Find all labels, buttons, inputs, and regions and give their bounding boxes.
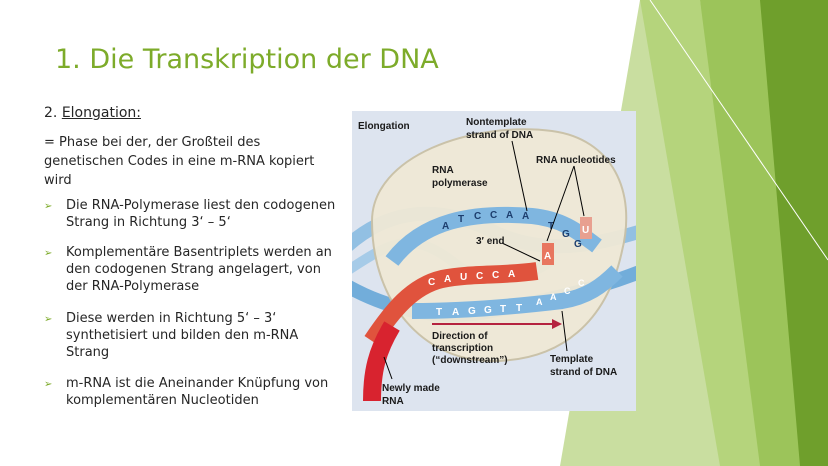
pointer-line bbox=[383, 356, 393, 380]
bullet-item: ➢ m-RNA ist die Aneinander Knüpfung von … bbox=[44, 375, 344, 409]
base-letter: T bbox=[516, 303, 522, 314]
heading-label: Elongation: bbox=[61, 105, 141, 121]
heading-number: 2. bbox=[44, 105, 58, 121]
transcription-figure: A T C C A A T G G C A U C C A bbox=[342, 111, 645, 411]
base-letter: G bbox=[574, 239, 582, 250]
base-letter: A bbox=[442, 221, 449, 232]
label-elongation: Elongation bbox=[358, 121, 410, 132]
label-template: Template bbox=[550, 354, 594, 365]
arrow-bullet-icon: ➢ bbox=[44, 201, 53, 212]
extra-template-bases: A A C C bbox=[536, 278, 585, 307]
pointer-line bbox=[561, 310, 568, 352]
base-letter: C bbox=[428, 277, 435, 288]
rna-nucleotide-label: A bbox=[544, 251, 551, 262]
rna-strand bbox=[364, 262, 539, 346]
label-direction: Direction of bbox=[432, 331, 488, 342]
pointer-line bbox=[573, 165, 585, 217]
pointer-line bbox=[511, 140, 528, 212]
nontemplate-bases: A T C C A A bbox=[442, 210, 529, 232]
base-letter: G bbox=[562, 229, 570, 240]
bullet-item: ➢ Die RNA-Polymerase liest den codogenen… bbox=[44, 197, 344, 231]
arrow-bullet-icon: ➢ bbox=[44, 314, 53, 325]
template-strand bbox=[411, 265, 623, 319]
label-newly-made-rna: RNA bbox=[382, 396, 404, 407]
arrow-bullet-icon: ➢ bbox=[44, 248, 53, 259]
rna-nucleotide bbox=[542, 243, 554, 265]
bullet-item: ➢ Komplementäre Basentriplets werden an … bbox=[44, 244, 344, 295]
nontemplate-strand bbox=[385, 206, 602, 267]
pointer-line bbox=[546, 165, 575, 242]
slide-title: 1. Die Transkription der DNA bbox=[55, 44, 439, 75]
deco-line bbox=[649, 0, 828, 261]
base-letter: T bbox=[458, 214, 464, 225]
base-letter: C bbox=[474, 211, 481, 222]
label-rna-nucleotides: RNA nucleotides bbox=[536, 155, 616, 166]
label-template: strand of DNA bbox=[550, 367, 617, 378]
base-letter: A bbox=[522, 211, 529, 222]
label-polymerase: polymerase bbox=[432, 178, 488, 189]
bullet-text: Die RNA-Polymerase liest den codogenen S… bbox=[66, 198, 336, 230]
base-letter: A bbox=[444, 274, 451, 285]
label-nontemplate: Nontemplate bbox=[466, 117, 527, 128]
base-letter: A bbox=[508, 269, 515, 280]
bullet-text: m-RNA ist die Aneinander Knüpfung von ko… bbox=[66, 376, 329, 408]
rna-nucleotide bbox=[580, 217, 592, 239]
label-polymerase: RNA bbox=[432, 165, 454, 176]
deco-shape-dark bbox=[760, 0, 828, 466]
base-letter: C bbox=[490, 210, 497, 221]
base-letter: T bbox=[436, 307, 442, 318]
label-newly-made-rna: Newly made bbox=[382, 383, 440, 394]
label-3-end: 3′ end bbox=[476, 236, 505, 247]
deco-shape-accent bbox=[640, 0, 760, 466]
pointer-line bbox=[501, 242, 541, 262]
bullet-text: Diese werden in Richtung 5‘ – 3‘ synthet… bbox=[66, 311, 299, 360]
base-letter: A bbox=[550, 292, 557, 302]
rna-bases: C A U C C A bbox=[428, 269, 515, 288]
base-letter: G bbox=[468, 306, 476, 317]
intro-text: = Phase bei der, der Großteil des geneti… bbox=[44, 135, 315, 188]
template-bases: T A G G T T bbox=[436, 303, 522, 318]
arrow-bullet-icon: ➢ bbox=[44, 379, 53, 390]
base-letter: A bbox=[536, 297, 543, 307]
section-heading: 2. Elongation: bbox=[44, 105, 141, 121]
base-letter: A bbox=[506, 210, 513, 221]
figure-labels: Elongation Nontemplate strand of DNA RNA… bbox=[342, 117, 617, 407]
base-letter: G bbox=[484, 305, 492, 316]
base-letter: C bbox=[476, 271, 483, 282]
newly-made-rna bbox=[363, 321, 400, 402]
direction-arrowhead bbox=[552, 319, 562, 329]
transcription-diagram: A T C C A A T G G C A U C C A bbox=[342, 111, 645, 411]
label-nontemplate: strand of DNA bbox=[466, 130, 533, 141]
bullet-item: ➢ Diese werden in Richtung 5‘ – 3‘ synth… bbox=[44, 310, 344, 361]
bullet-text: Komplementäre Basentriplets werden an de… bbox=[66, 245, 332, 294]
base-letter: C bbox=[492, 270, 499, 281]
extra-top-bases: T G G bbox=[548, 221, 582, 250]
base-letter: C bbox=[578, 278, 585, 288]
base-letter: U bbox=[460, 272, 467, 283]
label-direction: (“downstream”) bbox=[432, 355, 508, 366]
base-letter: C bbox=[564, 286, 571, 296]
base-letter: A bbox=[452, 307, 459, 318]
label-direction: transcription bbox=[432, 343, 493, 354]
base-letter: T bbox=[500, 304, 506, 315]
base-letter: T bbox=[548, 221, 554, 232]
rna-nucleotide-label: U bbox=[582, 225, 589, 236]
